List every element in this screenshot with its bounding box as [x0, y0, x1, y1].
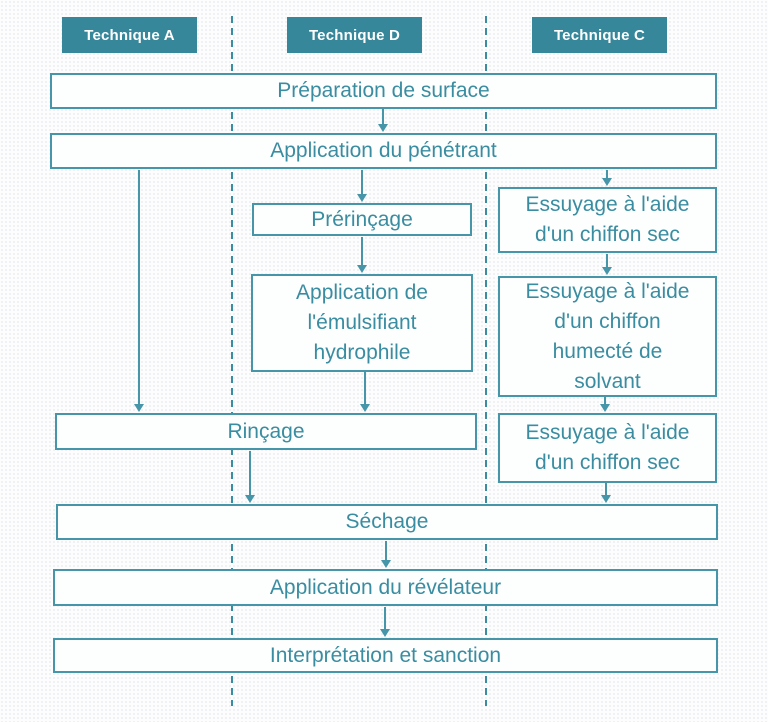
arrow-preparation-to-penetrant — [378, 109, 388, 132]
step-interpretation-sanction: Interprétation et sanction — [53, 638, 718, 673]
arrow-essuyage1-to-essuyage2 — [602, 254, 612, 275]
arrow-penetrant-to-rincage-techA — [134, 170, 144, 412]
arrow-penetrant-to-prerincage — [357, 170, 367, 202]
arrow-emulsifiant-to-rincage — [360, 372, 370, 412]
arrow-prerincage-to-emulsifiant — [357, 237, 367, 273]
step-rincage: Rinçage — [55, 413, 477, 450]
step-preparation-de-surface: Préparation de surface — [50, 73, 717, 109]
step-essuyage-chiffon-sec-1: Essuyage à l'aide d'un chiffon sec — [498, 187, 717, 253]
arrow-revelateur-to-interpretation — [380, 607, 390, 637]
technique-c-header: Technique C — [532, 17, 667, 53]
arrow-sechage-to-revelateur — [381, 541, 391, 568]
technique-d-header: Technique D — [287, 17, 422, 53]
column-divider-left — [231, 16, 233, 706]
column-divider-right — [485, 16, 487, 706]
arrow-penetrant-to-essuyage1 — [602, 170, 612, 186]
step-prerincage: Prérinçage — [252, 203, 472, 236]
step-application-revelateur: Application du révélateur — [53, 569, 718, 606]
arrow-essuyage2-to-essuyage3 — [600, 397, 610, 412]
arrow-rincage-to-sechage — [245, 451, 255, 503]
step-sechage: Séchage — [56, 504, 718, 540]
arrow-essuyage3-to-sechage — [601, 483, 611, 503]
step-emulsifiant: Application de l'émulsifiant hydrophile — [251, 274, 473, 372]
technique-a-header: Technique A — [62, 17, 197, 53]
step-essuyage-solvant: Essuyage à l'aide d'un chiffon humecté d… — [498, 276, 717, 397]
step-essuyage-chiffon-sec-2: Essuyage à l'aide d'un chiffon sec — [498, 413, 717, 483]
step-application-penetrant: Application du pénétrant — [50, 133, 717, 169]
